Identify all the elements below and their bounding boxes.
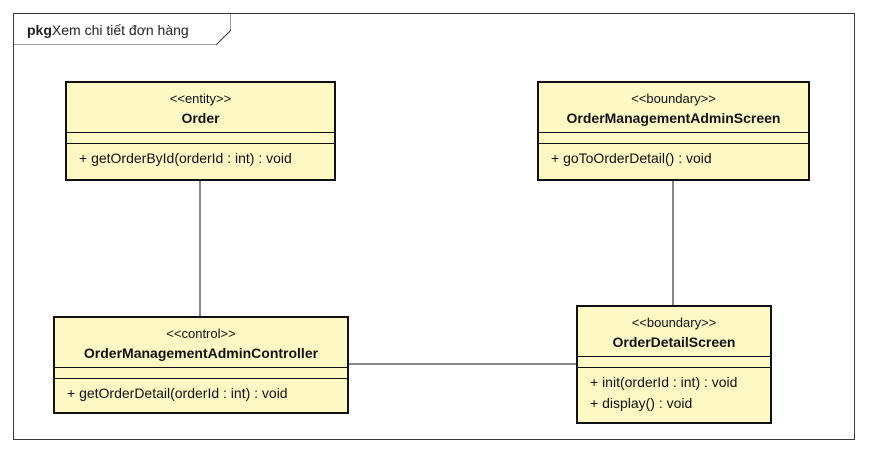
class-name: OrderDetailScreen	[612, 334, 736, 350]
stereotype-label: <<boundary>>	[631, 315, 717, 330]
operation-item: + getOrderDetail(orderId : int) : void	[67, 385, 288, 401]
operations-compartment: + goToOrderDetail() : void	[539, 144, 808, 169]
stereotype-label: <<boundary>>	[631, 91, 716, 106]
class-header: <<boundary>> OrderManagementAdminScreen	[539, 83, 808, 133]
package-keyword: pkg	[27, 22, 52, 38]
operations-compartment: + getOrderById(orderId : int) : void	[67, 144, 334, 169]
operation-item: + getOrderById(orderId : int) : void	[79, 150, 292, 166]
class-name: OrderManagementAdminController	[83, 345, 319, 361]
operations-compartment: + getOrderDetail(orderId : int) : void	[55, 379, 347, 404]
attributes-compartment	[67, 133, 334, 144]
class-name: OrderManagementAdminScreen	[566, 110, 781, 126]
operations-compartment: + init(orderId : int) : void + display()…	[578, 368, 770, 414]
class-header: <<boundary>> OrderDetailScreen	[578, 307, 770, 357]
attributes-compartment	[539, 133, 808, 144]
class-order-detail-screen[interactable]: <<boundary>> OrderDetailScreen + init(or…	[576, 305, 772, 424]
class-header: <<entity>> Order	[67, 83, 334, 133]
attributes-compartment	[55, 368, 347, 379]
class-order-management-admin-screen[interactable]: <<boundary>> OrderManagementAdminScreen …	[537, 81, 810, 181]
operation-item: + display() : void	[590, 395, 693, 411]
stereotype-label: <<entity>>	[169, 91, 232, 106]
class-name: Order	[181, 110, 220, 126]
stereotype-label: <<control>>	[166, 326, 236, 341]
package-title: pkgXem chi tiết đơn hàng	[27, 22, 189, 38]
package-name: Xem chi tiết đơn hàng	[51, 22, 189, 38]
operation-item: + init(orderId : int) : void	[590, 374, 738, 390]
class-order[interactable]: <<entity>> Order + getOrderById(orderId …	[65, 81, 336, 181]
class-order-management-admin-controller[interactable]: <<control>> OrderManagementAdminControll…	[53, 316, 349, 414]
package-frame	[13, 13, 855, 440]
class-header: <<control>> OrderManagementAdminControll…	[55, 318, 347, 368]
package-tab	[13, 13, 231, 45]
attributes-compartment	[578, 357, 770, 368]
operation-item: + goToOrderDetail() : void	[551, 150, 712, 166]
